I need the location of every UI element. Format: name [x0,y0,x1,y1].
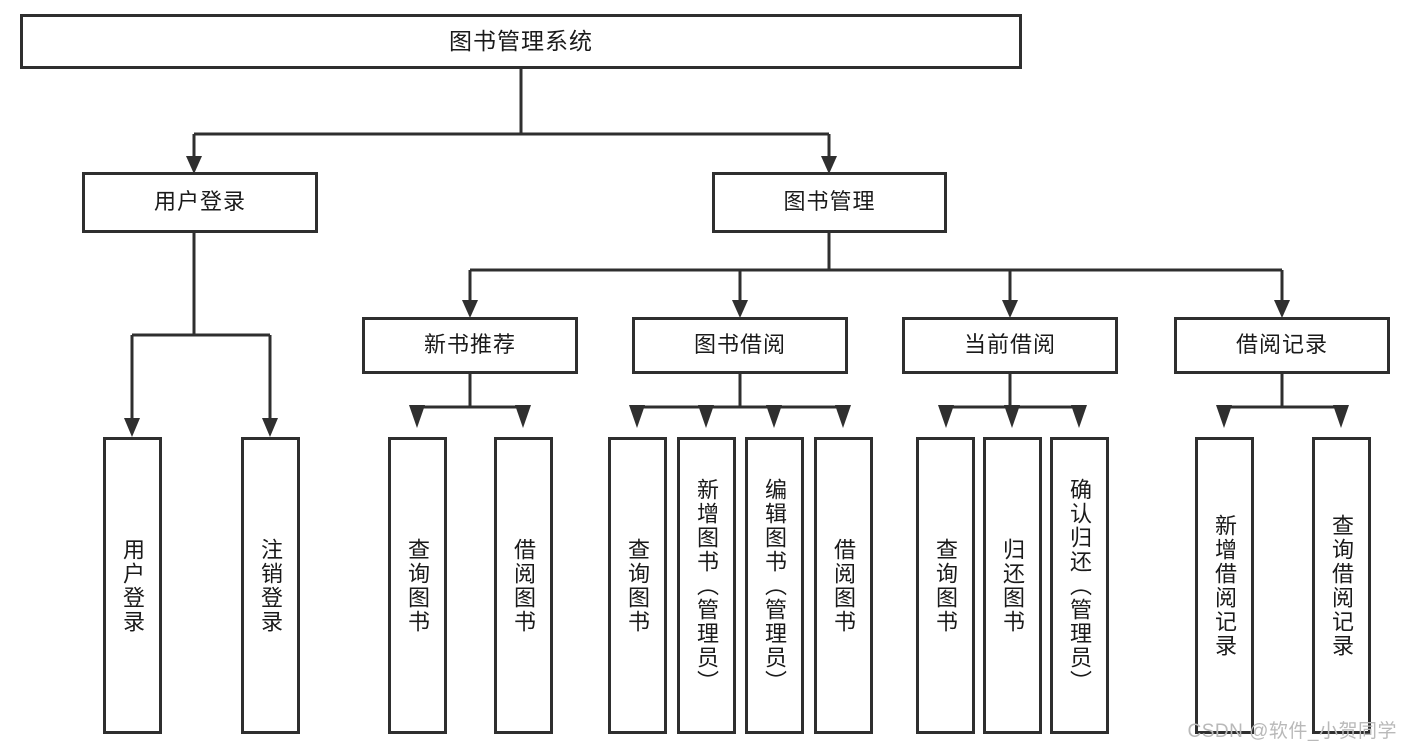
node-user-login[interactable]: 用户登录 [82,172,318,233]
arrow-leaf-edit-book [766,405,782,428]
node-leaf-edit-book[interactable]: 编辑图书（管理员） [745,437,804,734]
arrow-leaf-query-book-3 [938,405,954,428]
arrow-new-book-rec [462,300,478,318]
arrow-leaf-add-book [698,405,714,428]
arrow-leaf-borrow-book-2 [835,405,851,428]
arrow-leaf-query-book-2 [629,405,645,428]
node-root[interactable]: 图书管理系统 [20,14,1022,69]
node-leaf-query-book-2[interactable]: 查询图书 [608,437,667,734]
arrow-leaf-confirm-return [1071,405,1087,428]
arrow-leaf-return-book [1004,405,1020,428]
node-book-borrow[interactable]: 图书借阅 [632,317,848,374]
node-new-book-rec[interactable]: 新书推荐 [362,317,578,374]
node-book-manage[interactable]: 图书管理 [712,172,947,233]
arrow-leaf-query-record [1333,405,1349,428]
node-leaf-query-book-3[interactable]: 查询图书 [916,437,975,734]
node-leaf-add-record[interactable]: 新增借阅记录 [1195,437,1254,734]
node-leaf-borrow-book-1[interactable]: 借阅图书 [494,437,553,734]
node-leaf-query-record[interactable]: 查询借阅记录 [1312,437,1371,734]
node-leaf-user-login[interactable]: 用户登录 [103,437,162,734]
csdn-watermark: CSDN @软件_小贺同学 [1187,721,1397,742]
arrow-leaf-logout [262,418,278,437]
arrow-leaf-user-login [124,418,140,437]
node-leaf-add-book[interactable]: 新增图书（管理员） [677,437,736,734]
node-leaf-query-book-1[interactable]: 查询图书 [388,437,447,734]
node-leaf-logout[interactable]: 注销登录 [241,437,300,734]
node-current-borrow[interactable]: 当前借阅 [902,317,1118,374]
node-leaf-return-book[interactable]: 归还图书 [983,437,1042,734]
arrow-leaf-borrow-book-1 [515,405,531,428]
node-leaf-borrow-book-2[interactable]: 借阅图书 [814,437,873,734]
arrow-borrow-record [1274,300,1290,318]
node-leaf-confirm-return[interactable]: 确认归还（管理员） [1050,437,1109,734]
arrow-current-borrow [1002,300,1018,318]
node-borrow-record[interactable]: 借阅记录 [1174,317,1390,374]
arrow-leaf-add-record [1216,405,1232,428]
arrow-book-borrow [732,300,748,318]
arrow-leaf-query-book-1 [409,405,425,428]
